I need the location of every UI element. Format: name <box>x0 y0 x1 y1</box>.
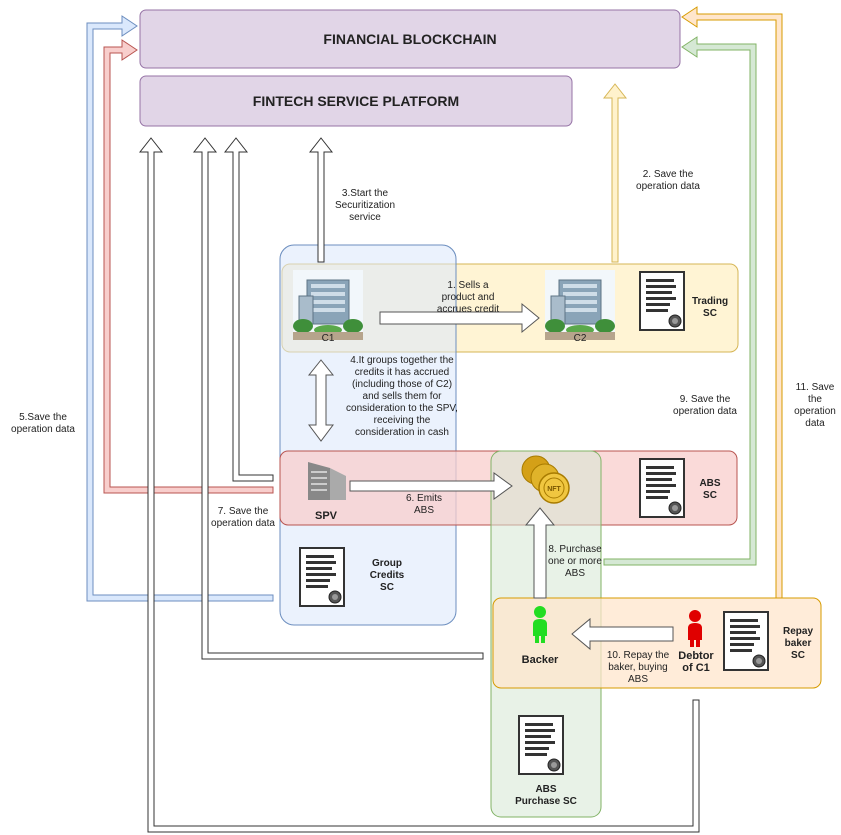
step-9-label: 9. Save the operation data <box>673 394 737 417</box>
step-6-label: 6. Emits ABS <box>405 493 443 516</box>
abs-purchase-label: ABS Purchase SC <box>515 784 577 807</box>
connector-debtor-platform <box>138 137 700 833</box>
spv-label: SPV <box>314 510 337 522</box>
step-4-label: 4.It groups together the credits it has … <box>346 355 458 438</box>
abs-sc-label: ABS SC <box>699 478 721 501</box>
step-7-label: 7. Save the operation data <box>211 506 275 529</box>
c2-building-icon <box>544 269 616 341</box>
blue-connector <box>86 15 274 602</box>
connector-spv-platform <box>223 137 274 482</box>
step-1-label: 1. Sells a product and accrues credit <box>436 280 500 315</box>
coin-label: NFT <box>547 486 561 493</box>
financial-blockchain-box <box>139 9 681 69</box>
step-5-label: 5.Save the operation data <box>11 412 75 435</box>
step-10-label: 10. Repay the baker, buying ABS <box>606 650 670 685</box>
group-credits-doc-icon <box>299 547 345 607</box>
green-connector <box>603 36 757 566</box>
yellow-connector <box>602 83 628 263</box>
financial-blockchain-title: FINANCIAL BLOCKCHAIN <box>323 31 497 47</box>
arrow-spv-to-abs <box>349 472 513 500</box>
connector-c1-platform <box>308 137 334 263</box>
abs-sc-doc-icon <box>639 458 685 518</box>
group-credits-label: Group Credits SC <box>369 558 405 593</box>
orange-connector <box>681 6 783 599</box>
nft-coins-icon: NFT <box>521 455 570 504</box>
red-connector <box>103 39 274 494</box>
fintech-platform-box <box>139 75 573 127</box>
step-8-label: 8. Purchase one or more ABS <box>548 544 602 579</box>
step-3-label: 3.Start the Securitization service <box>334 188 396 223</box>
arrow-c1-spv-bidirectional <box>307 359 335 442</box>
repay-baker-label: Repay baker SC <box>782 626 813 661</box>
repay-baker-doc-icon <box>723 611 769 671</box>
c1-building-icon <box>292 269 364 341</box>
step-11-label: 11. Save the operation data <box>794 382 836 429</box>
step-2-label: 2. Save the operation data <box>636 169 700 192</box>
c1-label: C1 <box>321 333 335 344</box>
debtor-label: Debtor of C1 <box>678 650 714 674</box>
spv-building-icon <box>308 462 346 500</box>
arrow-c1-to-c2 <box>379 302 540 334</box>
arrow-debtor-to-backer <box>571 617 674 651</box>
backer-label: Backer <box>521 654 559 666</box>
fintech-platform-title: FINTECH SERVICE PLATFORM <box>252 93 460 109</box>
abs-purchase-doc-icon <box>518 715 564 775</box>
connector-backer-platform <box>192 137 484 660</box>
arrow-backer-to-abs <box>524 507 556 599</box>
c2-label: C2 <box>573 333 587 344</box>
trading-sc-doc-icon <box>639 271 685 331</box>
trading-sc-label: Trading SC <box>691 296 729 319</box>
